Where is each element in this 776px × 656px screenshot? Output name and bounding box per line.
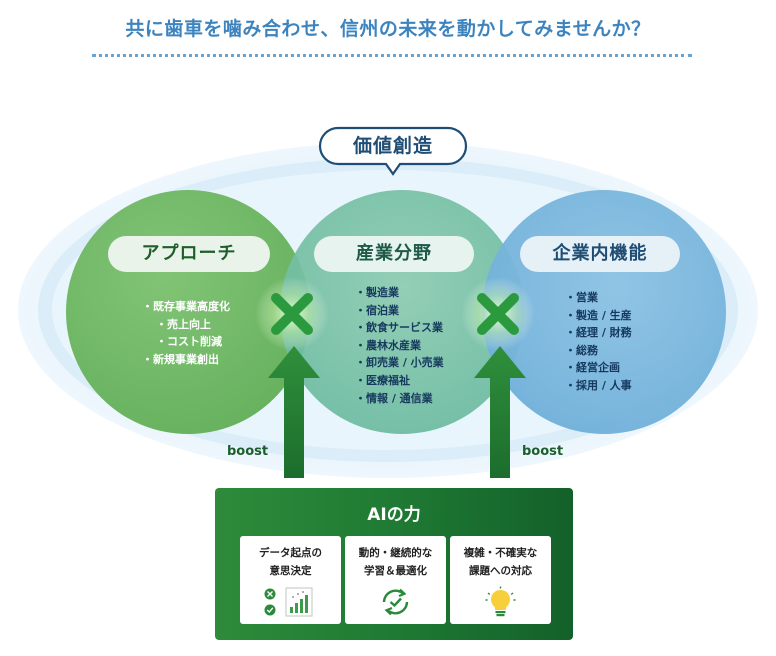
list-item: 宿泊業 xyxy=(355,302,444,320)
list-item: 売上向上 xyxy=(142,316,230,334)
card-line: 複雑・不確実な xyxy=(463,547,538,559)
boost-label-left: boost xyxy=(227,444,269,459)
approach-title: アプローチ xyxy=(108,236,270,272)
cross-icon xyxy=(255,277,329,351)
list-item: コスト削減 xyxy=(142,333,230,351)
value-creation-callout xyxy=(318,126,468,176)
industry-title: 産業分野 xyxy=(314,236,474,272)
lightbulb-icon xyxy=(485,586,516,617)
industry-list: 製造業 宿泊業 飲食サービス業 農林水産業 卸売業 / 小売業 医療福祉 情報 … xyxy=(355,284,444,407)
ai-power-title: AIの力 xyxy=(367,505,421,525)
ai-card-problem: 複雑・不確実な 課題への対応 xyxy=(450,536,551,624)
list-item: 農林水産業 xyxy=(355,337,444,355)
list-item: 情報 / 通信業 xyxy=(355,390,444,408)
cross-icon xyxy=(461,277,535,351)
list-item: 経理 / 財務 xyxy=(565,324,632,342)
list-item: 経営企画 xyxy=(565,359,632,377)
list-item: 採用 / 人事 xyxy=(565,377,632,395)
refresh-check-icon xyxy=(382,588,409,616)
list-item: 飲食サービス業 xyxy=(355,319,444,337)
list-item: 新規事業創出 xyxy=(142,351,230,369)
list-item: 製造 / 生産 xyxy=(565,307,632,325)
function-list: 営業 製造 / 生産 経理 / 財務 総務 経営企画 採用 / 人事 xyxy=(565,289,632,395)
card-line: 課題への対応 xyxy=(469,565,532,577)
boost-label-right: boost xyxy=(522,444,564,459)
list-item: 営業 xyxy=(565,289,632,307)
page-headline: 共に歯車を噛み合わせ、信州の未来を動かしてみませんか？ xyxy=(125,18,651,40)
card-line: 動的・継続的な xyxy=(358,547,433,559)
card-line: データ起点の xyxy=(259,547,322,559)
list-item: 卸売業 / 小売業 xyxy=(355,354,444,372)
approach-list: 既存事業高度化 売上向上 コスト削減 新規事業創出 xyxy=(142,298,230,368)
ai-card-decision: データ起点の 意思決定 xyxy=(240,536,341,624)
list-item: 既存事業高度化 xyxy=(142,298,230,316)
ai-card-learning: 動的・継続的な 学習＆最適化 xyxy=(345,536,446,624)
card-line: 意思決定 xyxy=(269,565,312,577)
headline-dotted-rule xyxy=(92,54,692,57)
function-title: 企業内機能 xyxy=(520,236,680,272)
list-item: 製造業 xyxy=(355,284,444,302)
list-item: 総務 xyxy=(565,342,632,360)
callout-label: 価値創造 xyxy=(352,135,433,157)
decision-chart-icon xyxy=(264,587,313,617)
list-item: 医療福祉 xyxy=(355,372,444,390)
boost-arrow xyxy=(474,346,526,478)
boost-arrow xyxy=(268,346,320,478)
card-line: 学習＆最適化 xyxy=(364,565,427,577)
